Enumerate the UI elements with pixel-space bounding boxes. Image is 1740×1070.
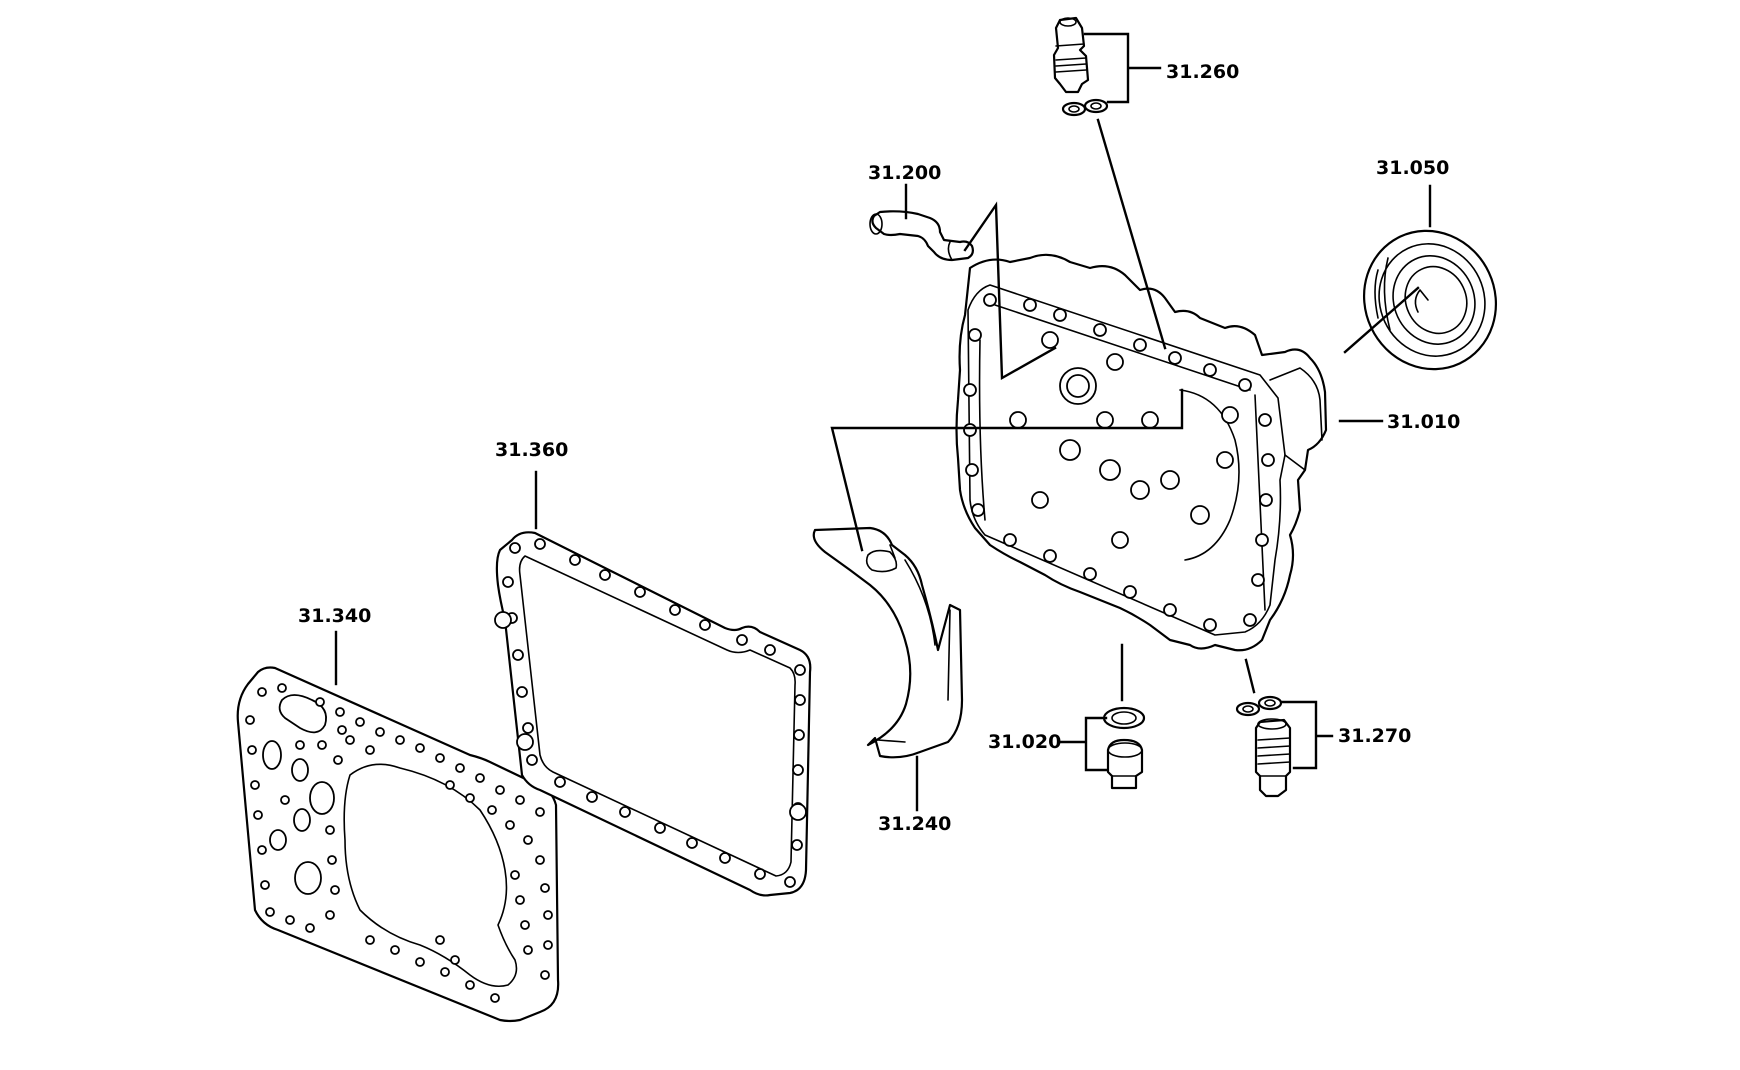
part-31020-plug[interactable] bbox=[1102, 706, 1146, 790]
label-31360: 31.360 bbox=[495, 439, 568, 461]
part-31200-pipe[interactable] bbox=[869, 210, 974, 262]
label-31240: 31.240 bbox=[878, 813, 951, 835]
label-31270: 31.270 bbox=[1338, 725, 1411, 747]
plate-31340-bolt-holes bbox=[245, 683, 553, 1003]
part-31360-gasket[interactable] bbox=[494, 531, 812, 897]
leader-31020 bbox=[1058, 643, 1124, 772]
leader-31050 bbox=[1343, 184, 1432, 354]
label-31020: 31.020 bbox=[988, 731, 1061, 753]
part-31050-bearing[interactable] bbox=[1342, 209, 1519, 391]
leader-31240 bbox=[830, 388, 1184, 812]
part-31270-bolt[interactable] bbox=[1235, 695, 1292, 798]
part-31010-housing[interactable] bbox=[955, 253, 1328, 652]
label-31200: 31.200 bbox=[868, 162, 941, 184]
leader-31270 bbox=[1244, 658, 1334, 770]
label-31340: 31.340 bbox=[298, 605, 371, 627]
label-31010: 31.010 bbox=[1387, 411, 1460, 433]
label-31050: 31.050 bbox=[1376, 157, 1449, 179]
label-31260: 31.260 bbox=[1166, 61, 1239, 83]
leader-31260 bbox=[1083, 32, 1162, 104]
gasket-31360-bolt-holes bbox=[494, 538, 807, 888]
part-31240-shift-fork[interactable] bbox=[812, 526, 964, 759]
leader-31200 bbox=[904, 183, 1057, 381]
part-31260-bolt[interactable] bbox=[1052, 16, 1109, 117]
leader-31260-axis bbox=[1096, 118, 1167, 350]
leader-lines bbox=[334, 32, 1432, 812]
part-31340-plate[interactable] bbox=[236, 666, 560, 1023]
part-number-labels: 31.260 31.200 31.050 31.010 31.360 31.34… bbox=[298, 61, 1460, 835]
housing-31010-bolt-holes bbox=[963, 293, 1275, 632]
